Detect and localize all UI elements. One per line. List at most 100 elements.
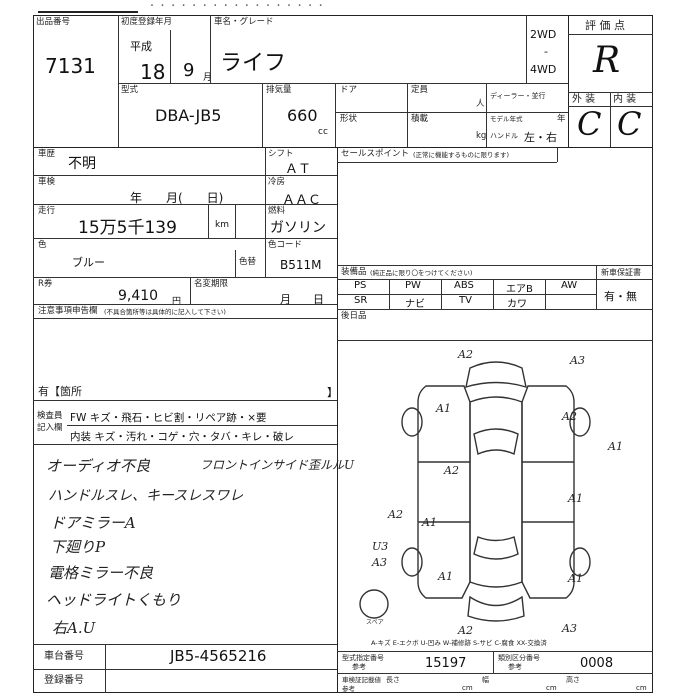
- registration-era: 平成: [130, 40, 152, 53]
- damage-diagram: A2 A3 A1 A2 A1 A2 A1 A2 A1 U3 A3 A1 A1 A…: [359, 348, 623, 637]
- model-code: DBA-JB5: [155, 106, 222, 125]
- dims-length: 長さ: [386, 676, 400, 684]
- model-code-label: 型式: [121, 85, 139, 95]
- damage-legend: A-キズ E-エクボ U-凹み W-補修跡 S-サビ C-腐食 XX-交換済: [371, 639, 547, 647]
- shape-label: 形状: [340, 114, 358, 124]
- equip-airbag: エアB: [506, 284, 533, 295]
- registration-month-unit: 月: [203, 73, 213, 83]
- exterior-score: C: [577, 105, 602, 143]
- header-strip: ・ ・ ・ ・ ・ ・ ・ ・ ・ ・ ・ ・ ・ ・ ・ ・ ・: [38, 0, 508, 14]
- inspection-label: 車検: [38, 177, 56, 187]
- doors-label: ドア: [340, 85, 358, 95]
- lot-label: 出品番号: [36, 17, 71, 27]
- mileage-unit: km: [215, 220, 229, 230]
- equip-pw: PW: [405, 280, 421, 291]
- history-value: 不明: [68, 156, 96, 172]
- fuel-value: ガソリン: [270, 220, 326, 236]
- displacement-value: 660: [287, 106, 318, 125]
- roof-top: [465, 361, 527, 389]
- remark-1: オーディオ不良: [46, 457, 150, 475]
- equip-tv: TV: [459, 295, 472, 306]
- mileage-value: 15万5千139: [78, 218, 177, 238]
- drive-dash: -: [544, 45, 548, 58]
- mark-9: A1: [421, 516, 437, 529]
- model-name-label: 車名・グレード: [214, 17, 274, 27]
- frame-label: 車台番号: [44, 651, 84, 662]
- equipment-sub: (純正品に限り〇をつけてください): [370, 269, 473, 277]
- mark-1: A2: [457, 348, 473, 361]
- aircon-label: 冷房: [268, 177, 286, 187]
- shift-label: シフト: [268, 149, 294, 159]
- load-unit: kg: [476, 131, 487, 141]
- equip-sr: SR: [354, 295, 368, 306]
- aircon-value: ＡＡＣ: [282, 193, 322, 208]
- mileage-label: 走行: [38, 206, 56, 216]
- windshield: [473, 428, 519, 455]
- wheel-rear-right: [569, 547, 591, 577]
- spare-label: スペア: [366, 619, 384, 626]
- mark-6: A2: [443, 464, 459, 477]
- shift-value: ＡＴ: [285, 162, 312, 177]
- name-change-value: 月 日: [280, 293, 324, 306]
- registration-year: 18: [140, 60, 166, 84]
- remark-7: 右A.U: [52, 619, 96, 637]
- equip-navi: ナビ: [405, 299, 425, 310]
- frame-number: JB5-4565216: [170, 647, 267, 665]
- equip-ps: PS: [354, 280, 367, 291]
- type-cert-value: 15197: [425, 656, 467, 671]
- handle-label: ハンドル: [490, 132, 518, 140]
- dims-length-unit: cm: [462, 684, 473, 692]
- inspector-label: 検査員記入欄: [37, 411, 63, 433]
- repair-close: 】: [327, 386, 338, 399]
- mark-7: A1: [567, 492, 583, 505]
- left-side-panel: [417, 385, 471, 599]
- score-label: 評 価 点: [585, 19, 625, 32]
- remark-6: ヘッドライトくもり: [46, 591, 182, 609]
- interior-label: 内 装: [613, 94, 637, 105]
- equip-aw: AW: [561, 280, 578, 291]
- remark-3: ドアミラーA: [50, 514, 136, 532]
- wheel-front-left: [401, 407, 423, 437]
- remark-2: ハンドルスレ、キースレスワレ: [48, 488, 244, 504]
- exterior-label: 外 装: [572, 94, 596, 105]
- notes-sub: (不具合箇所等は具体的に記入して下さい): [104, 308, 226, 316]
- new-cert-value: 有・無: [604, 290, 637, 303]
- bottom-view: [467, 595, 525, 622]
- score-value: R: [593, 40, 621, 81]
- history-label: 車歴: [38, 149, 56, 159]
- dims-height: 高さ: [566, 676, 580, 684]
- mark-4: A2: [561, 410, 577, 423]
- color-code-label: 色コード: [268, 240, 303, 250]
- inspector-interior: 内装 キズ・汚れ・コゲ・穴・タバ・キレ・破レ: [70, 431, 294, 443]
- notes-label: 注意事項申告欄: [38, 306, 98, 316]
- sales-point-sub: (正常に機能するものに限ります): [413, 151, 510, 159]
- mark-2: A3: [569, 354, 585, 367]
- damage-marks: A2 A3 A1 A2 A1 A2 A1 A2 A1 U3 A3 A1 A1 A…: [371, 348, 623, 637]
- repair-label: 有【箇所: [38, 385, 82, 398]
- registration-label: 初度登録年月: [121, 17, 173, 27]
- inspector-fw: FW キズ・飛石・ヒビ割・リペア跡・×要: [70, 412, 267, 424]
- mark-5: A1: [607, 440, 623, 453]
- wheel-front-right: [569, 407, 591, 437]
- registration-no-label: 登録番号: [44, 675, 84, 686]
- category-label: 類別区分番号: [498, 654, 540, 662]
- recycle-unit: 円: [172, 297, 182, 307]
- mark-10: U3: [372, 540, 388, 553]
- dealer-label: ディーラー・並行: [490, 92, 546, 100]
- spare-tire: [359, 589, 389, 619]
- dims-width-unit: cm: [546, 684, 557, 692]
- registration-month: 9: [183, 60, 195, 81]
- color-label: 色: [38, 240, 47, 250]
- drive-4wd: 4WD: [530, 63, 557, 76]
- displacement-unit: cc: [318, 127, 328, 137]
- lot-number: 7131: [45, 54, 96, 78]
- drive-2wd: 2WD: [530, 28, 557, 41]
- model-year-unit: 年: [557, 114, 566, 124]
- equipment-grid: PS PW ABS エアB AW SR ナビ TV カワ: [337, 279, 596, 310]
- new-cert-label: 新車保証書: [601, 268, 641, 277]
- inspection-value: 年 月( 日): [130, 191, 224, 205]
- color-value: ブルー: [72, 256, 105, 269]
- category-value: 0008: [580, 656, 614, 671]
- remark-4: 下廻りP: [50, 538, 106, 556]
- sales-point-label: セールスポイント: [341, 149, 410, 159]
